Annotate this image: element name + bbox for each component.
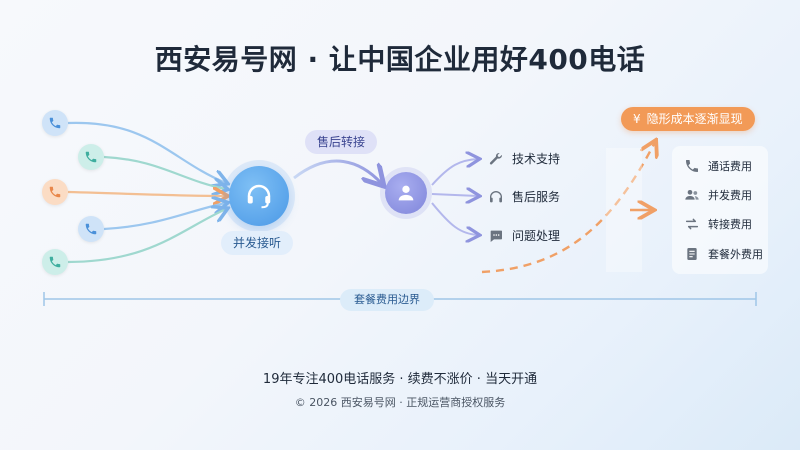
caller-phone-1 [42, 110, 68, 136]
service-label: 技术支持 [512, 152, 561, 166]
caller-phone-5 [42, 249, 68, 275]
agent-node [385, 172, 427, 214]
page-title: 西安易号网 · 让中国企业用好400电话 [154, 43, 646, 76]
phone-icon [85, 151, 97, 163]
service-label: 售后服务 [512, 190, 561, 204]
caller-phone-4 [78, 216, 104, 242]
cost-trend-line [481, 142, 655, 274]
cost-item-transfer: 转接费用 [684, 216, 752, 232]
service-item-after-sales: 售后服务 [488, 188, 560, 205]
service-line-3 [431, 202, 478, 235]
user-icon [398, 185, 414, 201]
caller-line-4 [103, 203, 226, 231]
hidden-cost-badge: ¥ 隐形成本逐渐显现 [621, 107, 755, 131]
caller-line-3 [67, 192, 226, 196]
phone-icon [49, 117, 61, 129]
chat-icon [490, 230, 502, 242]
caller-line-5 [67, 209, 226, 264]
service-line-1 [431, 159, 478, 186]
caller-line-1 [67, 121, 226, 183]
caller-line-2 [103, 155, 226, 189]
service-item-issue-handling: 问题处理 [488, 227, 560, 244]
transfer-line [293, 159, 382, 184]
cost-item-call: 通话费用 [684, 158, 752, 174]
cost-item-concurrent: 并发费用 [684, 187, 752, 203]
headset-icon [247, 184, 271, 209]
phone-icon [49, 186, 61, 198]
wrench-icon [489, 152, 502, 164]
hidden-cost-label: 隐形成本逐渐显现 [646, 112, 743, 126]
package-boundary-label: 套餐费用边界 [340, 289, 434, 311]
footer-copyright: © 2026 西安易号网 · 正规运营商授权服务 [294, 396, 506, 409]
phone-icon [49, 256, 61, 268]
service-label: 问题处理 [512, 229, 561, 243]
headphones-icon [490, 190, 502, 202]
cost-item-overage: 套餐外费用 [684, 246, 763, 262]
yuan-icon: ¥ [633, 112, 641, 126]
cost-label: 并发费用 [708, 189, 752, 202]
concurrent-answer-label: 并发接听 [221, 231, 294, 255]
transfer-icon [685, 218, 699, 230]
document-icon [687, 248, 697, 260]
users-icon [685, 190, 699, 200]
cost-label: 套餐外费用 [708, 248, 763, 261]
call-center-hub [229, 166, 289, 226]
cost-label: 转接费用 [708, 218, 752, 231]
caller-phone-3 [42, 179, 68, 205]
service-item-tech-support: 技术支持 [488, 150, 560, 167]
cost-label: 通话费用 [708, 160, 752, 173]
after-sales-transfer-label: 售后转接 [305, 130, 378, 154]
caller-phone-2 [78, 144, 104, 170]
phone-icon [85, 223, 97, 235]
phone-icon [686, 160, 698, 172]
service-line-2 [431, 194, 478, 196]
footer-tagline: 19年专注400电话服务 · 续费不涨价 · 当天开通 [262, 372, 538, 387]
